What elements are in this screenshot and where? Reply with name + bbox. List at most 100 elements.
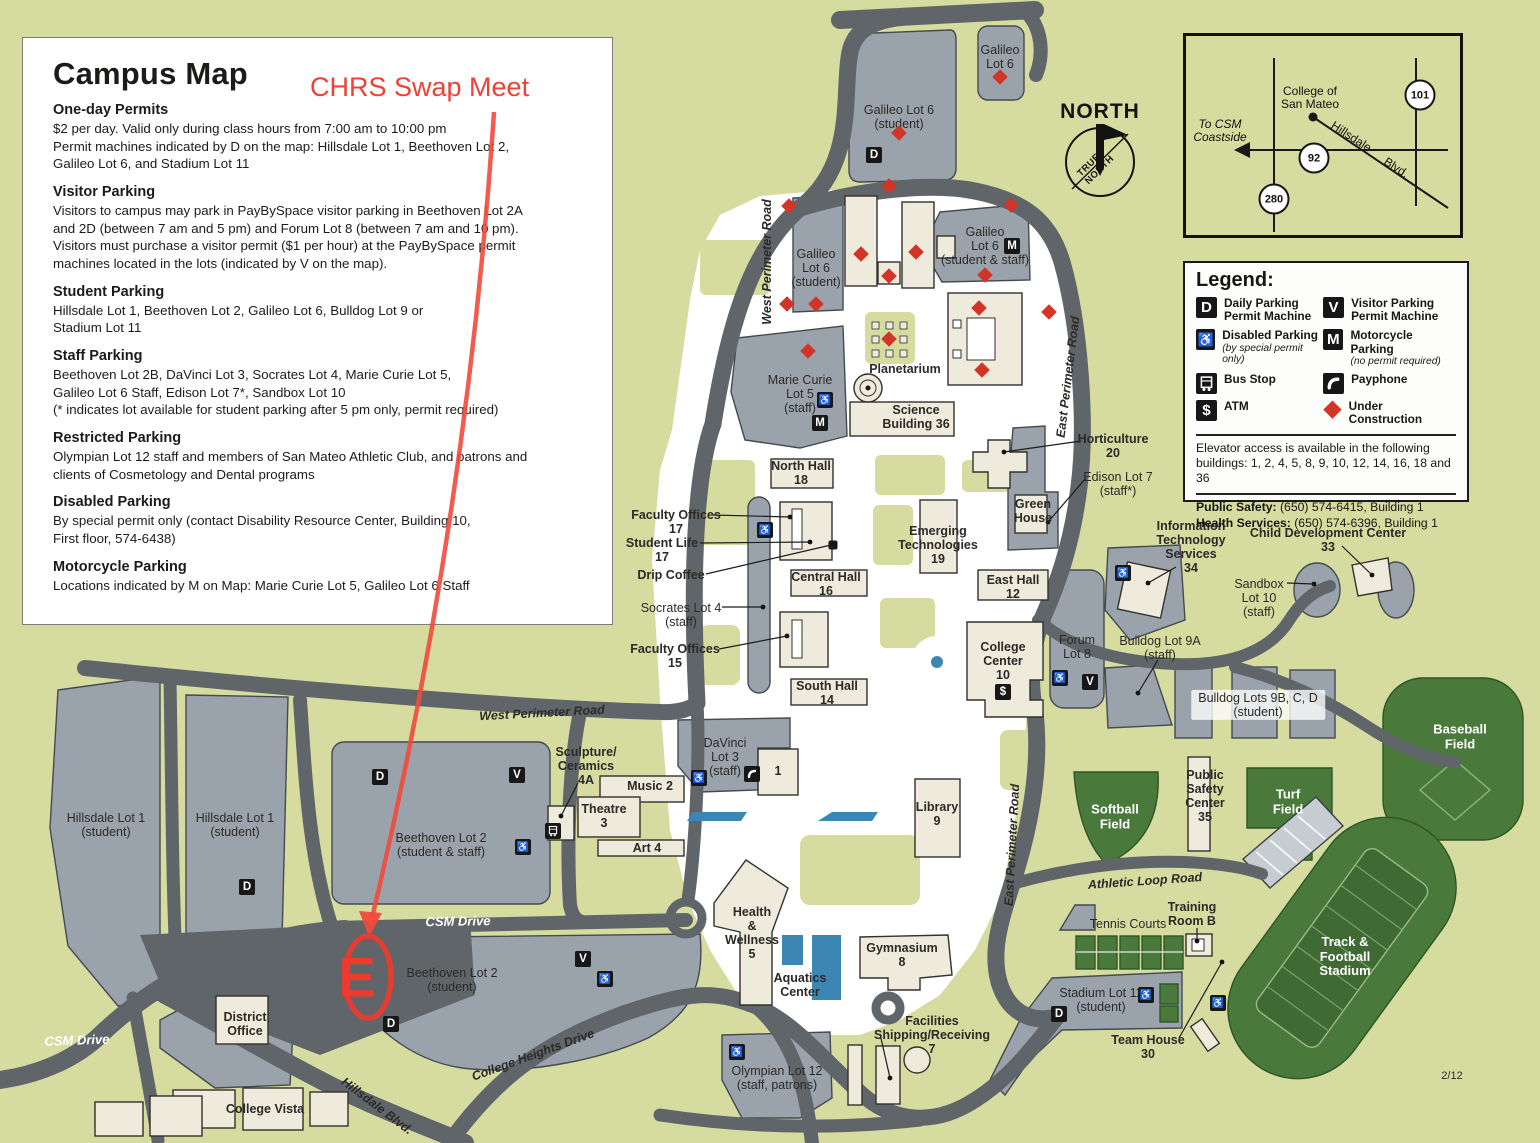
map-label: North Hall 18 <box>771 458 831 487</box>
map-label: Green House <box>1013 496 1053 525</box>
map-label: Edison Lot 7 (staff*) <box>1083 469 1153 498</box>
map-label: Beethoven Lot 2 (student) <box>406 965 498 994</box>
map-label: College Vista <box>225 1101 305 1116</box>
legend-divider <box>1196 433 1456 436</box>
disabled-marker-icon: ♿ <box>1210 995 1226 1011</box>
section-heading: Disabled Parking <box>53 494 171 511</box>
map-label: College Heights Drive <box>469 1026 597 1084</box>
section-body: By special permit only (contact Disabili… <box>53 513 471 547</box>
M-marker-icon: M <box>1004 238 1020 254</box>
inset-label: To CSM Coastside <box>1193 116 1247 144</box>
map-label: Central Hall 16 <box>791 569 861 598</box>
map-label: Softball Field <box>1091 801 1139 831</box>
compass-north-label: NORTH <box>1060 100 1140 123</box>
map-label: Music 2 <box>627 778 673 793</box>
under-construction-icon <box>908 244 924 260</box>
map-label: Facilities Shipping/Receiving 7 <box>874 1013 990 1057</box>
D-marker-icon: D <box>239 879 255 895</box>
under-construction-icon <box>781 198 797 214</box>
map-label: Bulldog Lots 9B, C, D (student) <box>1191 689 1325 721</box>
section-body: Visitors to campus may park in PayBySpac… <box>53 203 523 272</box>
map-label: Sculpture/ Ceramics 4A <box>555 744 617 788</box>
disabled-marker-icon: ♿ <box>1052 670 1068 686</box>
under-construction-icon <box>808 296 824 312</box>
campus-dot-icon <box>1308 112 1318 122</box>
compass-rose-icon <box>1065 124 1135 197</box>
under-construction-icon <box>992 69 1008 85</box>
map-label: Health & Wellness 5 <box>725 904 779 962</box>
atm-marker-icon: $ <box>995 684 1011 700</box>
contact-value: (650) 574-6396, Building 1 <box>1294 516 1438 531</box>
disabled-marker-icon: ♿ <box>691 770 707 786</box>
map-label: Galileo Lot 6 <box>980 42 1020 71</box>
map-label: Sandbox Lot 10 (staff) <box>1234 576 1284 620</box>
payphone-marker-icon <box>744 766 760 782</box>
legend-item-M: M Motorcycle Parking(no permit required) <box>1323 329 1456 367</box>
page-title: Campus Map <box>53 56 248 91</box>
under-construction-icon <box>779 296 795 312</box>
D-icon: D <box>1196 297 1217 318</box>
map-label: Beethoven Lot 2 (student & staff) <box>395 830 487 859</box>
elevator-note: Elevator access is available in the foll… <box>1196 440 1451 486</box>
M-icon: M <box>1323 329 1344 351</box>
inset-roads <box>1234 58 1449 232</box>
under-construction-icon <box>974 362 990 378</box>
V-marker-icon: V <box>575 951 591 967</box>
legend-item-text: Visitor Parking Permit Machine <box>1351 296 1438 323</box>
legend-item-label: Under Construction <box>1348 399 1423 427</box>
V-icon: V <box>1323 297 1345 318</box>
map-label: Galileo Lot 6 (student) <box>863 102 935 131</box>
legend-divider <box>1196 493 1456 496</box>
map-label: Hillsdale Lot 1 (student) <box>195 810 275 839</box>
map-label: East Perimeter Road <box>1001 783 1023 907</box>
map-label: College Center 10 <box>980 639 1026 683</box>
map-label: Baseball Field <box>1433 721 1487 751</box>
highway-shield: 101 <box>1404 79 1436 111</box>
map-label: Galileo Lot 6 (student & staff) <box>940 224 1030 268</box>
D-marker-icon: D <box>866 147 882 163</box>
section-heading: Student Parking <box>53 283 165 300</box>
map-label: Tennis Courts <box>1089 916 1167 931</box>
map-label: DaVinci Lot 3 (staff) <box>703 735 747 779</box>
disabled-marker-icon: ♿ <box>757 522 773 538</box>
map-label: Team House 30 <box>1111 1032 1185 1061</box>
legend-title: Legend: <box>1196 269 1274 291</box>
disabled-icon: ♿ <box>1196 329 1216 351</box>
legend-item-label: Payphone <box>1351 372 1408 387</box>
section-heading: Staff Parking <box>53 348 143 365</box>
section-body: Beethoven Lot 2B, DaVinci Lot 3, Socrate… <box>53 367 499 418</box>
map-label: East Hall 12 <box>986 572 1040 601</box>
sq-marker-icon <box>828 540 838 550</box>
D-marker-icon: D <box>383 1016 399 1032</box>
map-label: Horticulture 20 <box>1077 431 1149 460</box>
section-body: Locations indicated by M on Map: Marie C… <box>53 577 470 593</box>
map-label: CSM Drive <box>44 1031 110 1049</box>
map-label: Emerging Technologies 19 <box>898 523 978 567</box>
disabled-marker-icon: ♿ <box>1115 565 1131 581</box>
map-label: Socrates Lot 4 (staff) <box>640 600 722 629</box>
legend-item-diamond: Under Construction <box>1323 399 1456 427</box>
map-label: Library 9 <box>915 799 959 828</box>
map-label: Gymnasium 8 <box>866 940 938 969</box>
legend-item-label: Disabled Parking <box>1222 328 1318 343</box>
section-heading: Visitor Parking <box>53 184 156 201</box>
map-label: Public Safety Center 35 <box>1185 767 1225 825</box>
map-label: Aquatics Center <box>773 970 827 999</box>
M-marker-icon: M <box>812 415 828 431</box>
map-label: District Office <box>223 1009 267 1038</box>
section-heading: Restricted Parking <box>53 430 182 447</box>
map-label: South Hall 14 <box>796 678 858 707</box>
atm-icon: $ <box>1196 400 1217 422</box>
legend-item-sub: (by special permit only) <box>1222 342 1303 365</box>
legend-item-sub: (no permit required) <box>1350 355 1441 367</box>
legend-contact: Health Services: (650) 574-6396, Buildin… <box>1196 516 1456 532</box>
disabled-marker-icon: ♿ <box>817 392 833 408</box>
legend-item-label: Bus Stop <box>1224 372 1276 387</box>
D-marker-icon: D <box>1051 1006 1067 1022</box>
section-body: Olympian Lot 12 staff and members of San… <box>53 449 528 482</box>
legend-item-label: Motorcycle Parking <box>1350 328 1413 356</box>
under-construction-icon <box>853 246 869 262</box>
